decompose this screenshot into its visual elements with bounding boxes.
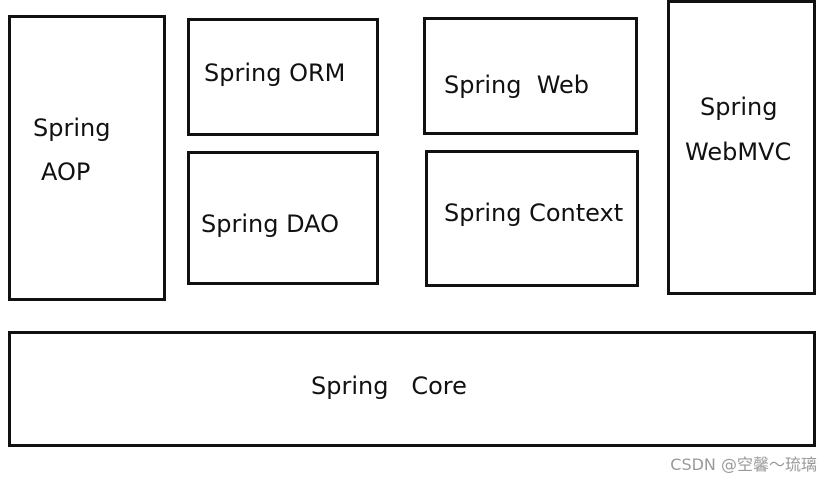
module-label-aop-line-1: Spring [33,114,111,142]
module-box-core [8,331,816,447]
module-label-context: Spring Context [444,199,624,227]
module-label-webmvc-line-2: WebMVC [685,138,792,166]
module-box-orm [187,18,379,136]
module-label-web: Spring Web [444,71,590,99]
module-box-dao [187,151,379,285]
module-label-aop-line-2: AOP [41,158,91,186]
module-label-webmvc-line-1: Spring [700,93,778,121]
watermark-text: CSDN @空馨～琉璃 [670,455,817,474]
module-label-orm: Spring ORM [204,59,346,87]
module-box-aop [8,15,166,301]
module-box-webmvc [667,0,816,295]
module-label-core: Spring Core [311,372,467,400]
module-label-dao: Spring DAO [201,210,340,238]
module-box-web [423,17,638,135]
module-box-context [425,150,639,287]
